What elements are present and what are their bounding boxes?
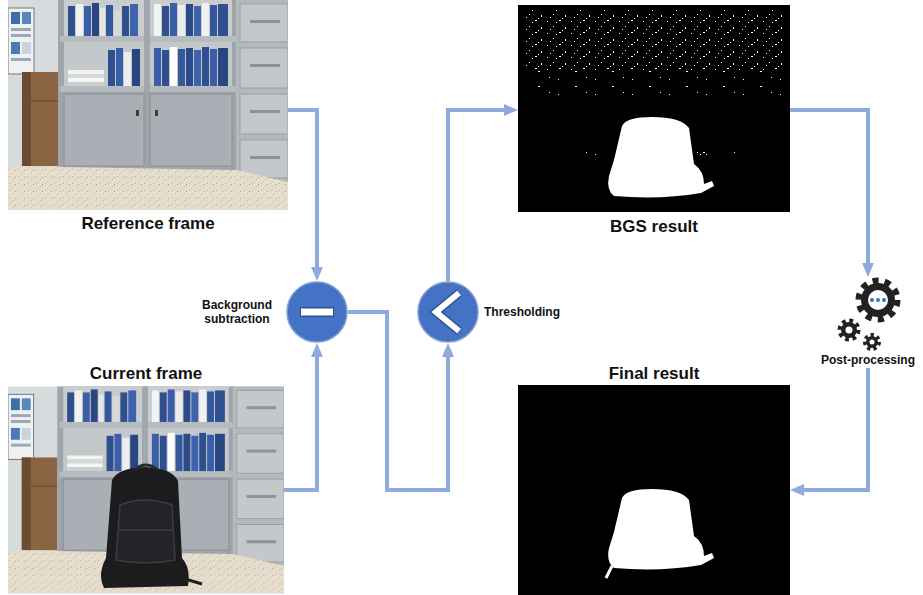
final-mask xyxy=(518,385,790,595)
panel-caption: Reference frame xyxy=(8,213,288,235)
operator-circle: Background subtraction xyxy=(286,281,348,343)
image-panel: Current frame xyxy=(8,363,284,595)
gear-icon xyxy=(840,281,897,349)
flow-arrow xyxy=(288,110,317,273)
flow-arrow xyxy=(790,110,868,269)
operator-shape xyxy=(417,281,479,343)
panel-caption: Current frame xyxy=(8,363,284,385)
flow-arrow xyxy=(798,368,868,490)
operator-shape xyxy=(286,281,348,343)
image-panel: BGS result xyxy=(518,5,790,238)
operator-label: Background subtraction xyxy=(194,298,280,326)
reference-photo xyxy=(8,0,288,210)
panel-caption: BGS result xyxy=(518,216,790,238)
flow-arrow xyxy=(284,351,317,490)
flow-arrow xyxy=(448,110,510,281)
image-panel: Final result xyxy=(518,363,790,595)
icon-caption: Post-processing xyxy=(818,352,919,368)
current-photo xyxy=(8,387,284,594)
panel-caption: Final result xyxy=(518,363,790,385)
image-panel: Reference frame xyxy=(8,0,288,235)
operator-circle: Thresholding xyxy=(417,281,479,343)
operator-label: Thresholding xyxy=(484,305,560,319)
icon-node: Post-processing xyxy=(818,277,919,368)
bgs-mask xyxy=(518,5,790,212)
